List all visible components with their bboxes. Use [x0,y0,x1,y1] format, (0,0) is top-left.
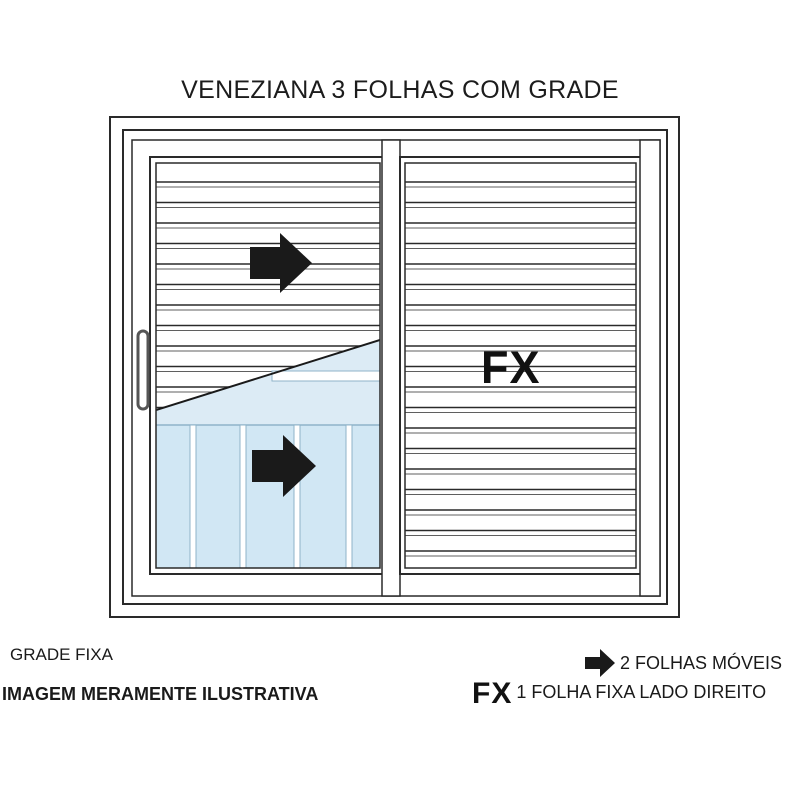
grade-fixa-note: GRADE FIXA [10,645,113,664]
center-mullion [381,139,401,597]
grille-bar [345,424,353,568]
disclaimer-note: IMAGEM MERAMENTE ILUSTRATIVA [2,684,319,704]
legend-movable-label: 2 FOLHAS MÓVEIS [620,652,783,673]
legend-fixed-label: 1 FOLHA FIXA LADO DIREITO [516,681,767,702]
legend-fixed-symbol: FX [472,677,513,710]
grille-bar [189,424,197,568]
arrow-right-icon [585,649,615,677]
arrow-right-icon [252,435,316,497]
arrow-right-icon [250,233,312,293]
legend-fixed: FX 1 FOLHA FIXA LADO DIREITO [472,677,766,711]
diagonal-cut [156,339,380,411]
fixed-panel-label: FX [481,342,541,393]
right-louvers [405,181,636,557]
sash-handle [136,329,150,411]
grille-bar [293,424,301,568]
legend-movable: 2 FOLHAS MÓVEIS [584,648,782,678]
diagram-title: VENEZIANA 3 FOLHAS COM GRADE [181,76,619,104]
right-rail [639,139,661,597]
grille-bar [239,424,247,568]
left-louvers [156,163,380,568]
